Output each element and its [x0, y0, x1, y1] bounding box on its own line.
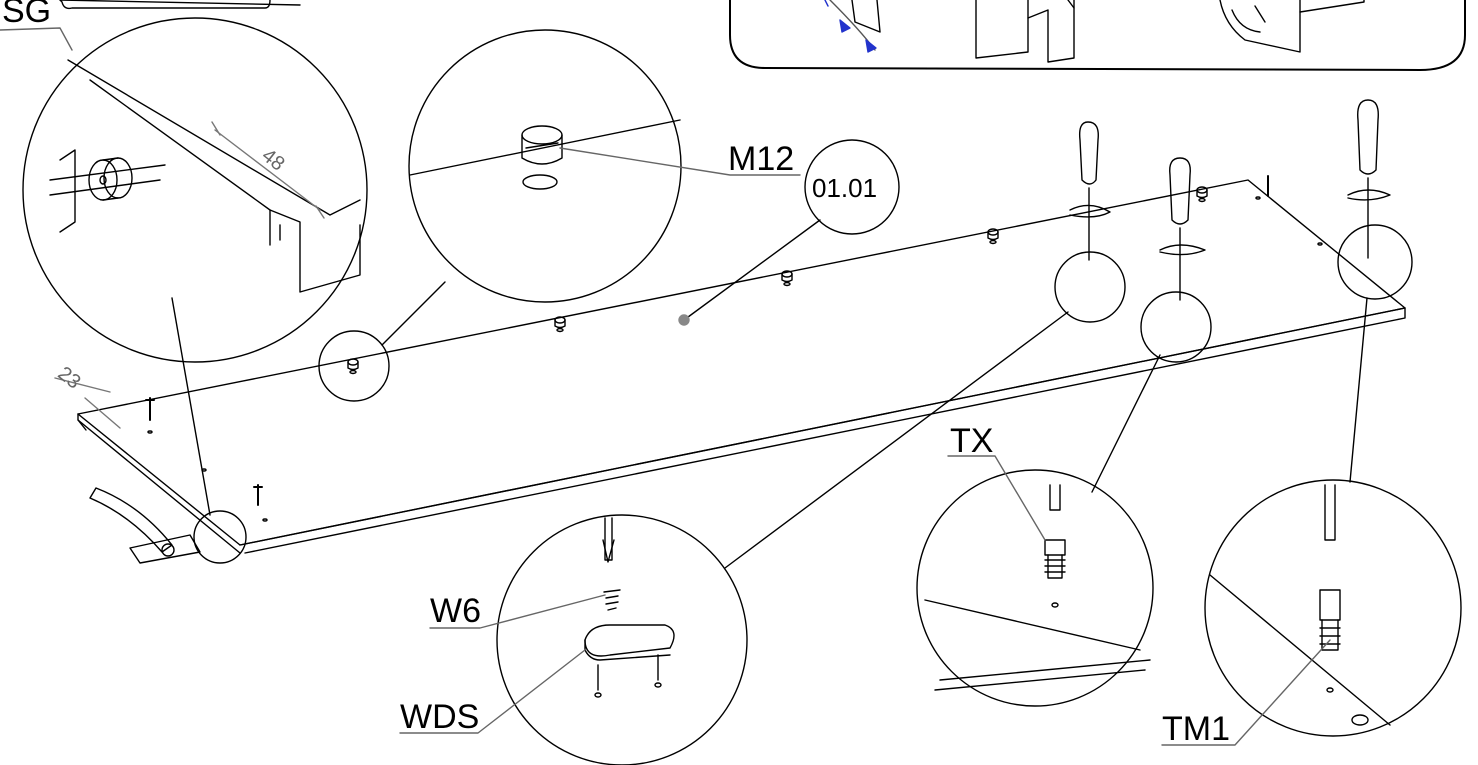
label-tm1: TM1 [1162, 710, 1230, 748]
screwdriver-3 [1347, 99, 1391, 259]
detail-tx [916, 354, 1161, 707]
wds-small-circle [1054, 251, 1126, 323]
panel-dowel-icon [824, 0, 881, 53]
label-w6: W6 [430, 592, 481, 630]
m12-cam-icon [521, 125, 563, 190]
sg-small-circle [193, 510, 247, 564]
panel-cam-icon [1219, 0, 1365, 53]
w6-leader [429, 594, 606, 629]
sg-glider-icon [88, 157, 133, 201]
sg-leader [171, 297, 211, 516]
detail-tm1 [1204, 297, 1462, 737]
board-pins [145, 175, 1323, 522]
screwdriver-2 [1159, 157, 1206, 301]
screwdriver-1 [1069, 121, 1111, 261]
mallet-icon [89, 487, 201, 564]
tx-small-circle [1140, 291, 1212, 363]
m12-small-circle [318, 330, 390, 402]
label-wds: WDS [400, 698, 480, 736]
panel-joint-icon [975, 0, 1075, 63]
wds-leader [399, 649, 586, 734]
step-number-badge [678, 139, 900, 326]
board-panel [77, 179, 1406, 554]
detail-m12 [408, 29, 801, 303]
m12-leader [381, 281, 446, 346]
instruction-panel [729, 0, 1466, 71]
label-sg: SG [2, 0, 52, 30]
tm1-leader [1161, 639, 1331, 746]
cam-fittings [347, 186, 1208, 375]
label-tx: TX [950, 422, 994, 460]
detail-wds [496, 311, 1069, 765]
tm1-small-circle [1337, 224, 1413, 300]
label-m12: M12 [728, 140, 795, 178]
tx-leader [947, 455, 1046, 541]
step-number: 01.01 [812, 173, 878, 203]
dimension-23-marks [54, 377, 121, 429]
detail-sg [0, 0, 368, 363]
